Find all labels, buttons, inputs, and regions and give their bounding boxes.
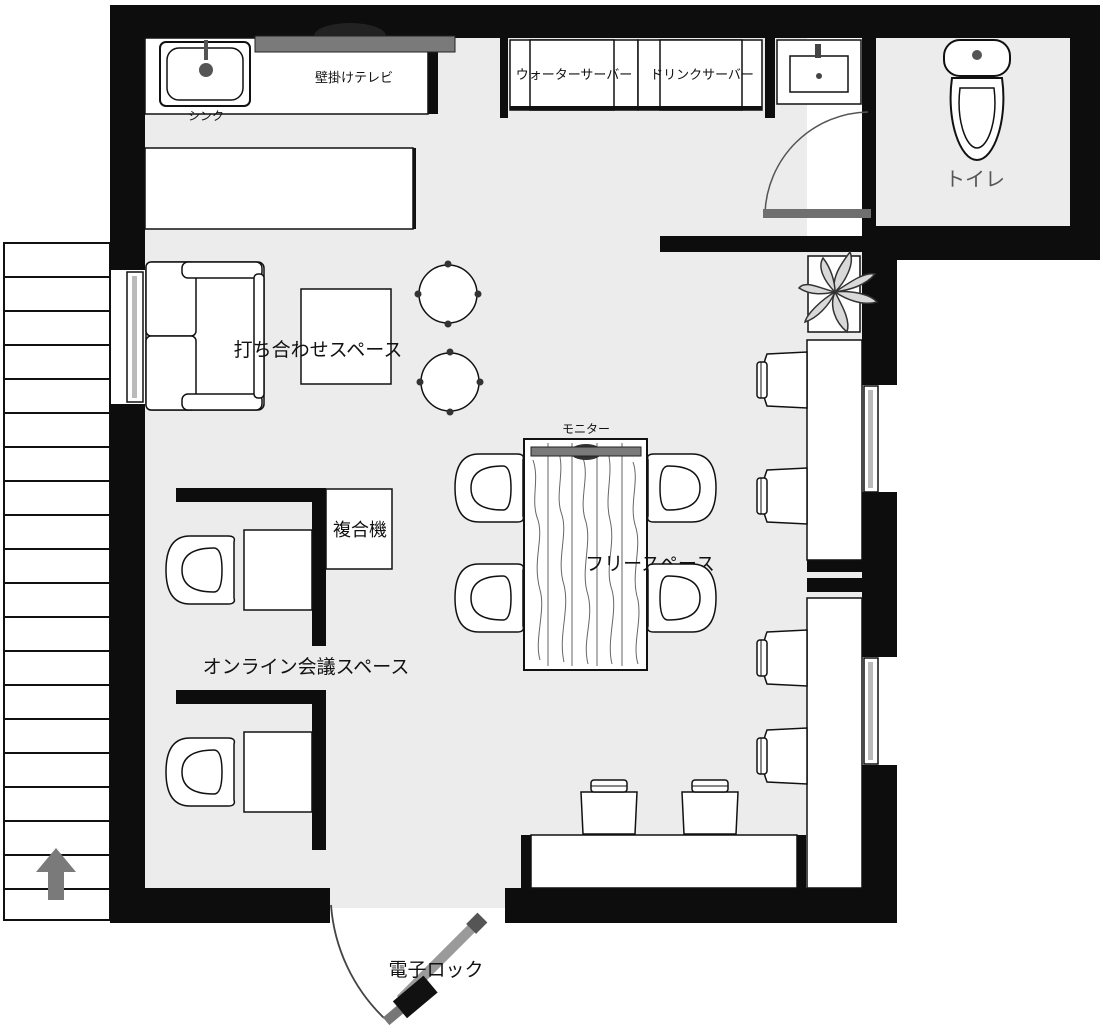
- armchair: [646, 563, 717, 633]
- drink-server-label: ドリンクサーバー: [650, 68, 754, 83]
- counter-stool: [580, 779, 638, 835]
- sink-label: シンク: [188, 109, 224, 123]
- staircase: [3, 242, 111, 921]
- sofa: [145, 261, 265, 411]
- booth-walls: [176, 488, 326, 850]
- booth-desk: [243, 529, 313, 611]
- counter-stool: [756, 727, 808, 785]
- counter-stool: [681, 779, 739, 835]
- windows: [126, 271, 879, 765]
- wall-tv: [254, 23, 456, 53]
- up-arrow-icon: [36, 848, 76, 900]
- water-server-label: ウォーターサーバー: [516, 68, 633, 83]
- plant-icon: [797, 250, 879, 334]
- copier-label: 複合機: [333, 520, 387, 541]
- counter-stool: [756, 467, 808, 525]
- round-stool: [414, 260, 482, 328]
- armchair: [165, 535, 236, 605]
- copier: [325, 488, 393, 570]
- armchair: [454, 453, 525, 523]
- toilet-label: トイレ: [945, 167, 1005, 191]
- drink-server: [637, 39, 763, 111]
- meeting-space-label: 打ち合わせスペース: [234, 339, 403, 361]
- counter-stool: [756, 351, 808, 409]
- round-stool: [416, 348, 484, 416]
- sink-icon: [159, 40, 251, 107]
- online-meeting-space-label: オンライン会議スペース: [203, 656, 410, 678]
- smart-lock-label: 電子ロック: [388, 959, 483, 981]
- monitor: [530, 444, 642, 460]
- armchair: [454, 563, 525, 633]
- booth-desk: [243, 731, 313, 813]
- water-server: [509, 39, 639, 111]
- meeting-table: [300, 288, 392, 385]
- toilet-door[interactable]: [763, 111, 871, 218]
- entrance-door[interactable]: [330, 904, 488, 1030]
- counter-stool: [756, 629, 808, 687]
- armchairs: [165, 453, 717, 807]
- bottom-counter: [530, 834, 798, 889]
- armchair: [165, 737, 236, 807]
- large-wood-table: [523, 438, 648, 671]
- armchair: [646, 453, 717, 523]
- monitor-label: モニター: [562, 422, 610, 436]
- tv-label: 壁掛けテレビ: [315, 71, 393, 86]
- handwash-sink-icon: [776, 39, 862, 105]
- counter-stools: [580, 351, 808, 835]
- toilet-icon: [943, 39, 1011, 162]
- window-counter: [806, 339, 863, 889]
- walls: [110, 5, 1100, 923]
